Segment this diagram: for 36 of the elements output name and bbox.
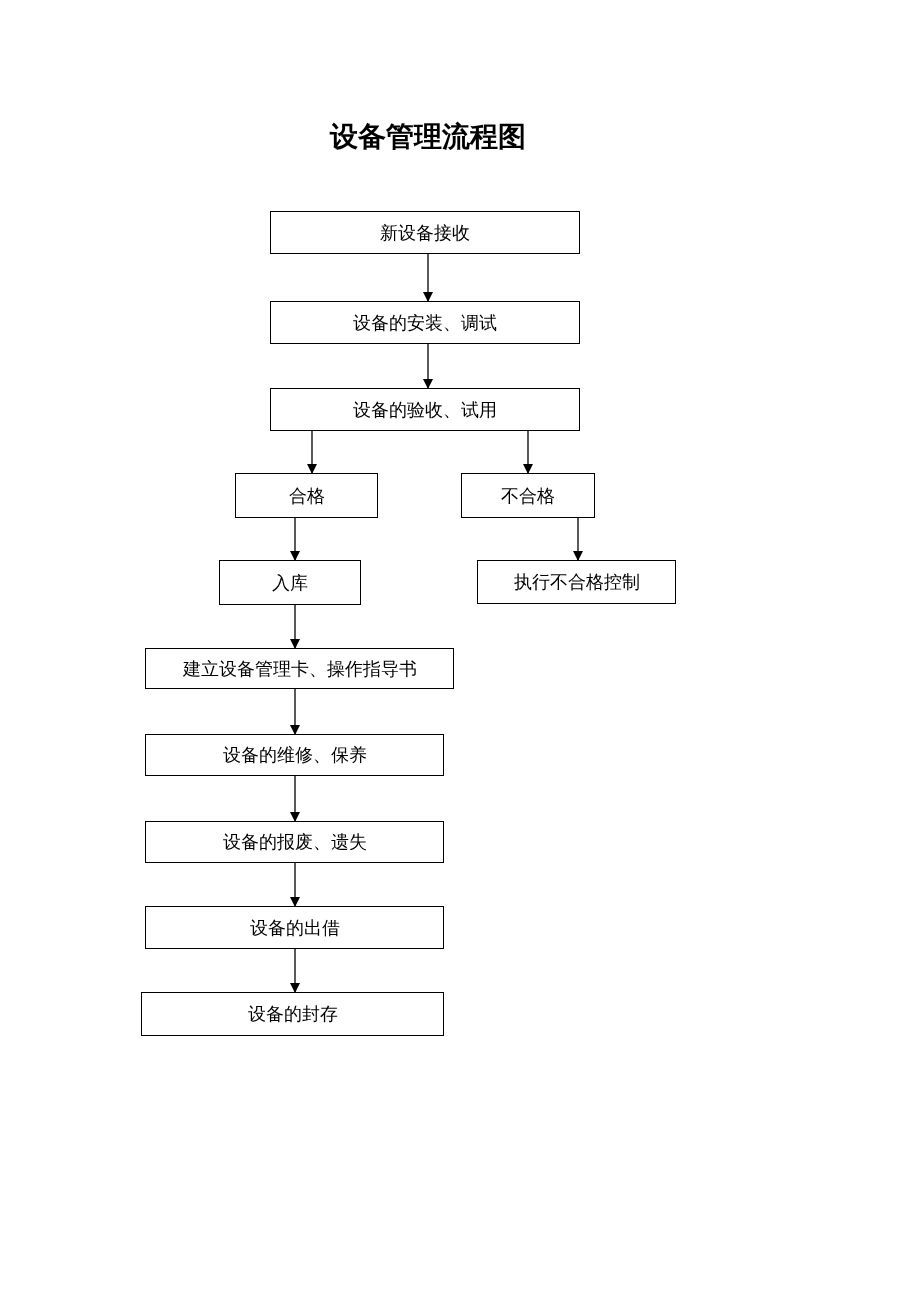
box-text: 设备的封存 [247, 1002, 338, 1026]
process-box [270, 301, 580, 344]
box-text: 合格 [288, 483, 325, 508]
process-box [270, 211, 580, 254]
box-text: 设备的维修、保养 [222, 743, 367, 767]
box-text: 设备的报废、遗失 [222, 830, 367, 854]
arrow [307, 430, 317, 474]
process-box [461, 473, 595, 518]
process-box [145, 648, 454, 689]
box-text: 新设备接收 [380, 220, 470, 245]
arrow [290, 862, 300, 907]
box-text: 执行不合格控制 [513, 570, 640, 594]
box-text: 设备的验收、试用 [353, 397, 497, 422]
arrow [423, 253, 433, 302]
process-box [141, 992, 444, 1036]
process-box [270, 388, 580, 431]
arrow [290, 775, 300, 822]
box-text: 入库 [272, 570, 308, 595]
process-box [145, 906, 444, 949]
box-text: 不合格 [501, 483, 555, 508]
box-text: 设备的安装、调试 [353, 310, 497, 335]
box-text: 建立设备管理卡、操作指导书 [182, 656, 417, 681]
arrow [290, 604, 300, 649]
arrow [290, 688, 300, 735]
process-box [477, 560, 676, 604]
arrow [290, 948, 300, 993]
box-text: 设备的出借 [249, 915, 340, 940]
diagram-title: 设备管理流程图 [330, 119, 526, 155]
process-box [145, 734, 444, 776]
arrow [290, 517, 300, 561]
arrow [573, 517, 583, 561]
process-box [145, 821, 444, 863]
process-box [235, 473, 378, 518]
arrow [523, 430, 533, 474]
arrow [423, 343, 433, 389]
process-box [219, 560, 361, 605]
